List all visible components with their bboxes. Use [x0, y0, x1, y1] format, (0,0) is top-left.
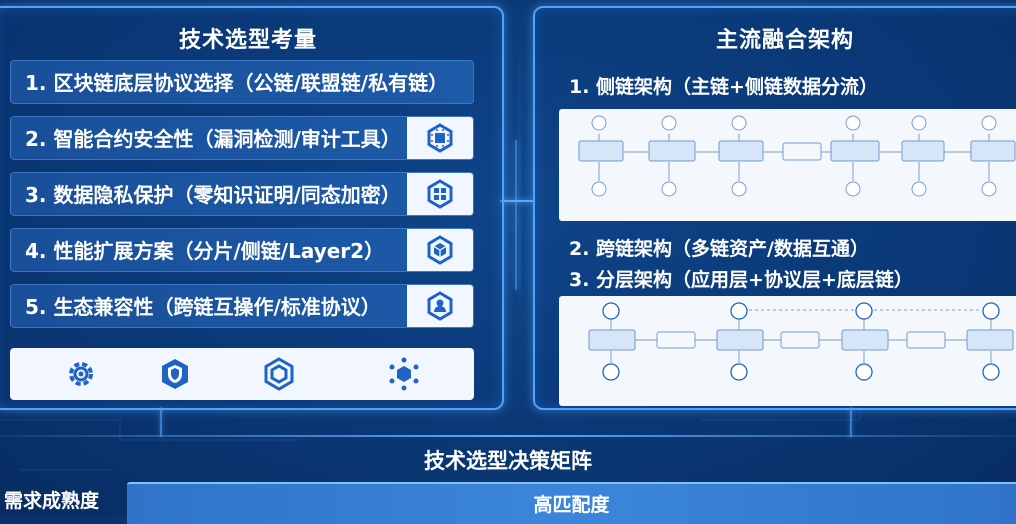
consideration-label: 5. 生态兼容性（跨链互操作/标准协议） — [25, 295, 381, 319]
layered-diagram — [559, 296, 1016, 406]
panel-connector — [850, 407, 852, 437]
hex-chip-icon — [427, 123, 453, 153]
hex-user-icon — [427, 291, 453, 321]
consideration-label: 1. 区块链底层协议选择（公链/联盟链/私有链） — [25, 71, 449, 95]
network-icon — [389, 357, 419, 391]
matrix-cell-label: 高匹配度 — [533, 494, 610, 516]
shield-icon — [162, 359, 188, 389]
consideration-item-privacy: 3. 数据隐私保护（零知识证明/同态加密） — [10, 172, 474, 216]
consideration-label: 4. 性能扩展方案（分片/侧链/Layer2） — [25, 239, 385, 263]
consideration-label: 3. 数据隐私保护（零知识证明/同态加密） — [25, 183, 401, 207]
crosschain-title: 2. 跨链架构（多链资产/数据互通） — [569, 238, 869, 260]
consideration-item-ecosystem: 5. 生态兼容性（跨链互操作/标准协议） — [10, 284, 474, 328]
layered-title: 3. 分层架构（应用层+协议层+底层链） — [569, 269, 913, 291]
consideration-label: 2. 智能合约安全性（漏洞检测/审计工具） — [25, 127, 401, 151]
sidechain-title: 1. 侧链架构（主链+侧链数据分流） — [569, 76, 878, 98]
consideration-item-protocol: 1. 区块链底层协议选择（公链/联盟链/私有链） — [10, 60, 474, 104]
panel-connector — [160, 407, 162, 437]
hex-cube-icon — [427, 235, 453, 265]
icon-strip — [10, 348, 474, 400]
hex-blocks-icon — [427, 179, 453, 209]
decision-matrix-title: 技术选型决策矩阵 — [424, 449, 592, 473]
tech-selection-panel: 技术选型考量 1. 区块链底层协议选择（公链/联盟链/私有链） 2. 智能合约安… — [0, 6, 504, 410]
consideration-item-contract-security: 2. 智能合约安全性（漏洞检测/审计工具） — [10, 116, 474, 160]
sidechain-diagram — [559, 109, 1016, 221]
matrix-row-label: 需求成熟度 — [4, 490, 100, 512]
panel-title: 技术选型考量 — [178, 28, 317, 53]
consideration-item-performance: 4. 性能扩展方案（分片/侧链/Layer2） — [10, 228, 474, 272]
architecture-panel: 主流融合架构 1. 侧链架构（主链+侧链数据分流） 2. 跨链架构（多链资产/数… — [533, 6, 1016, 410]
hexagon-icon — [264, 357, 294, 391]
section-divider — [0, 435, 1016, 437]
matrix-cell-high-match: 高匹配度 — [127, 482, 1016, 524]
gear-icon — [69, 362, 93, 386]
panel-connector — [515, 140, 517, 290]
panel-title: 主流融合架构 — [715, 28, 854, 53]
